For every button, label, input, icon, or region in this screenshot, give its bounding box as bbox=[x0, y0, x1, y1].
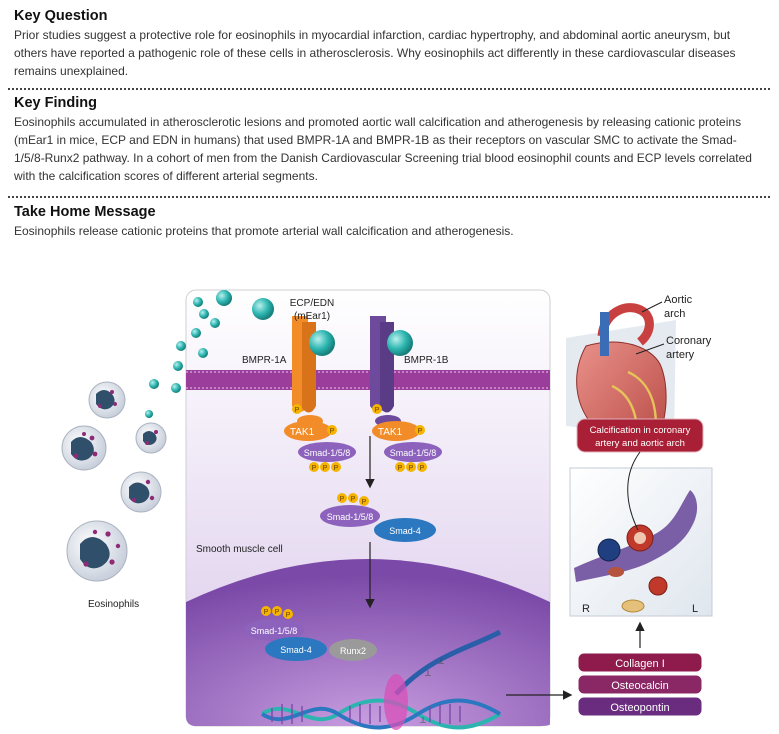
gene-box-osteopontin bbox=[577, 696, 703, 717]
svg-text:P: P bbox=[312, 465, 317, 472]
cationic-protein-particles bbox=[145, 290, 413, 418]
gene-label-osteopontin: Osteopontin bbox=[610, 702, 669, 714]
take-home-text: Eosinophils release cationic proteins th… bbox=[14, 224, 514, 238]
svg-text:P: P bbox=[264, 609, 269, 616]
tak1-right: TAK1 P bbox=[372, 421, 425, 441]
gene-box-collagen bbox=[577, 652, 703, 673]
aortic-arch-label-2: arch bbox=[664, 308, 685, 320]
calcification-pointer bbox=[627, 451, 641, 531]
calcification-text: Calcification in coronary bbox=[590, 425, 691, 436]
coronary-artery-label-2: artery bbox=[666, 349, 695, 361]
coronary-artery-label: Coronary bbox=[666, 335, 712, 347]
take-home-section: Take Home Message Eosinophils release ca… bbox=[14, 204, 766, 240]
svg-text:Runx2: Runx2 bbox=[340, 646, 366, 656]
smad158-left: Smad-1/5/8 P P P bbox=[298, 442, 356, 472]
svg-text:P: P bbox=[362, 499, 367, 506]
divider bbox=[8, 88, 770, 90]
eosinophils-label: Eosinophils bbox=[88, 599, 139, 610]
cell-membrane bbox=[186, 370, 550, 390]
eosinophil-cells bbox=[61, 381, 167, 582]
svg-text:P: P bbox=[409, 465, 414, 472]
svg-text:⟂: ⟂ bbox=[425, 668, 431, 678]
receptor-phospho: P P bbox=[292, 404, 382, 414]
svg-text:Smad-1/5/8: Smad-1/5/8 bbox=[327, 512, 374, 522]
svg-text:P: P bbox=[375, 407, 380, 414]
svg-text:P: P bbox=[330, 428, 335, 435]
svg-text:TAK1: TAK1 bbox=[290, 427, 315, 438]
svg-text:P: P bbox=[398, 465, 403, 472]
key-question-text: Prior studies suggest a protective role … bbox=[14, 28, 736, 78]
ligand-label-sub: (mEar1) bbox=[294, 311, 330, 322]
svg-text:⟂: ⟂ bbox=[420, 715, 426, 725]
svg-text:Smad-4: Smad-4 bbox=[280, 645, 312, 655]
key-question-section: Key Question Prior studies suggest a pro… bbox=[14, 8, 766, 80]
divider bbox=[8, 196, 770, 198]
svg-text:Smad-4: Smad-4 bbox=[389, 526, 421, 536]
ligand-label: ECP/EDN bbox=[290, 298, 334, 309]
svg-text:P: P bbox=[340, 496, 345, 503]
svg-text:P: P bbox=[295, 407, 300, 414]
side-r-label: R bbox=[582, 603, 590, 615]
smad-complex-cytoplasm: P P P Smad-1/5/8 Smad-4 bbox=[320, 493, 436, 542]
svg-text:Smad-1/5/8: Smad-1/5/8 bbox=[251, 626, 298, 636]
cell-label: Smooth muscle cell bbox=[196, 544, 283, 555]
smad158-right: Smad-1/5/8 P P P bbox=[384, 442, 442, 472]
receptor-a-label: BMPR-1A bbox=[242, 355, 287, 366]
smad-complex-nucleus: P P P Smad-1/5/8 Smad-4 Runx2 bbox=[244, 606, 377, 661]
gene-label-osteocalcin: Osteocalcin bbox=[611, 680, 668, 692]
svg-text:P: P bbox=[323, 465, 328, 472]
gene-list: Collagen I Osteocalcin Osteopontin bbox=[577, 652, 703, 717]
gene-label-collagen: Collagen I bbox=[615, 658, 665, 670]
svg-text:P: P bbox=[275, 609, 280, 616]
calcification-text-2: artery and aortic arch bbox=[595, 438, 685, 449]
svg-text:P: P bbox=[334, 465, 339, 472]
svg-text:Smad-1/5/8: Smad-1/5/8 bbox=[304, 448, 351, 458]
svg-text:⟂: ⟂ bbox=[438, 656, 444, 666]
key-question-heading: Key Question bbox=[14, 8, 108, 24]
svg-text:P: P bbox=[351, 496, 356, 503]
artery-illustration bbox=[574, 490, 698, 613]
svg-text:P: P bbox=[286, 612, 291, 619]
receptor-b-label: BMPR-1B bbox=[404, 355, 449, 366]
dna-helix: ⟂ ⟂ ⟂ bbox=[260, 629, 502, 730]
svg-text:P: P bbox=[420, 465, 425, 472]
gene-box-osteocalcin bbox=[577, 674, 703, 695]
svg-text:Smad-1/5/8: Smad-1/5/8 bbox=[390, 448, 437, 458]
key-finding-text: Eosinophils accumulated in atherosclerot… bbox=[14, 115, 752, 183]
key-finding-heading: Key Finding bbox=[14, 95, 97, 111]
key-finding-section: Key Finding Eosinophils accumulated in a… bbox=[14, 95, 766, 185]
svg-text:TAK1: TAK1 bbox=[378, 427, 403, 438]
aortic-arch-label: Aortic bbox=[664, 294, 693, 306]
mechanism-diagram: ECP/EDN (mEar1) BMPR-1A BMPR-1B P P TAK1… bbox=[61, 289, 713, 730]
take-home-heading: Take Home Message bbox=[14, 204, 156, 220]
svg-text:P: P bbox=[418, 428, 423, 435]
tak1-left: TAK1 P bbox=[284, 421, 337, 441]
side-l-label: L bbox=[692, 603, 698, 615]
